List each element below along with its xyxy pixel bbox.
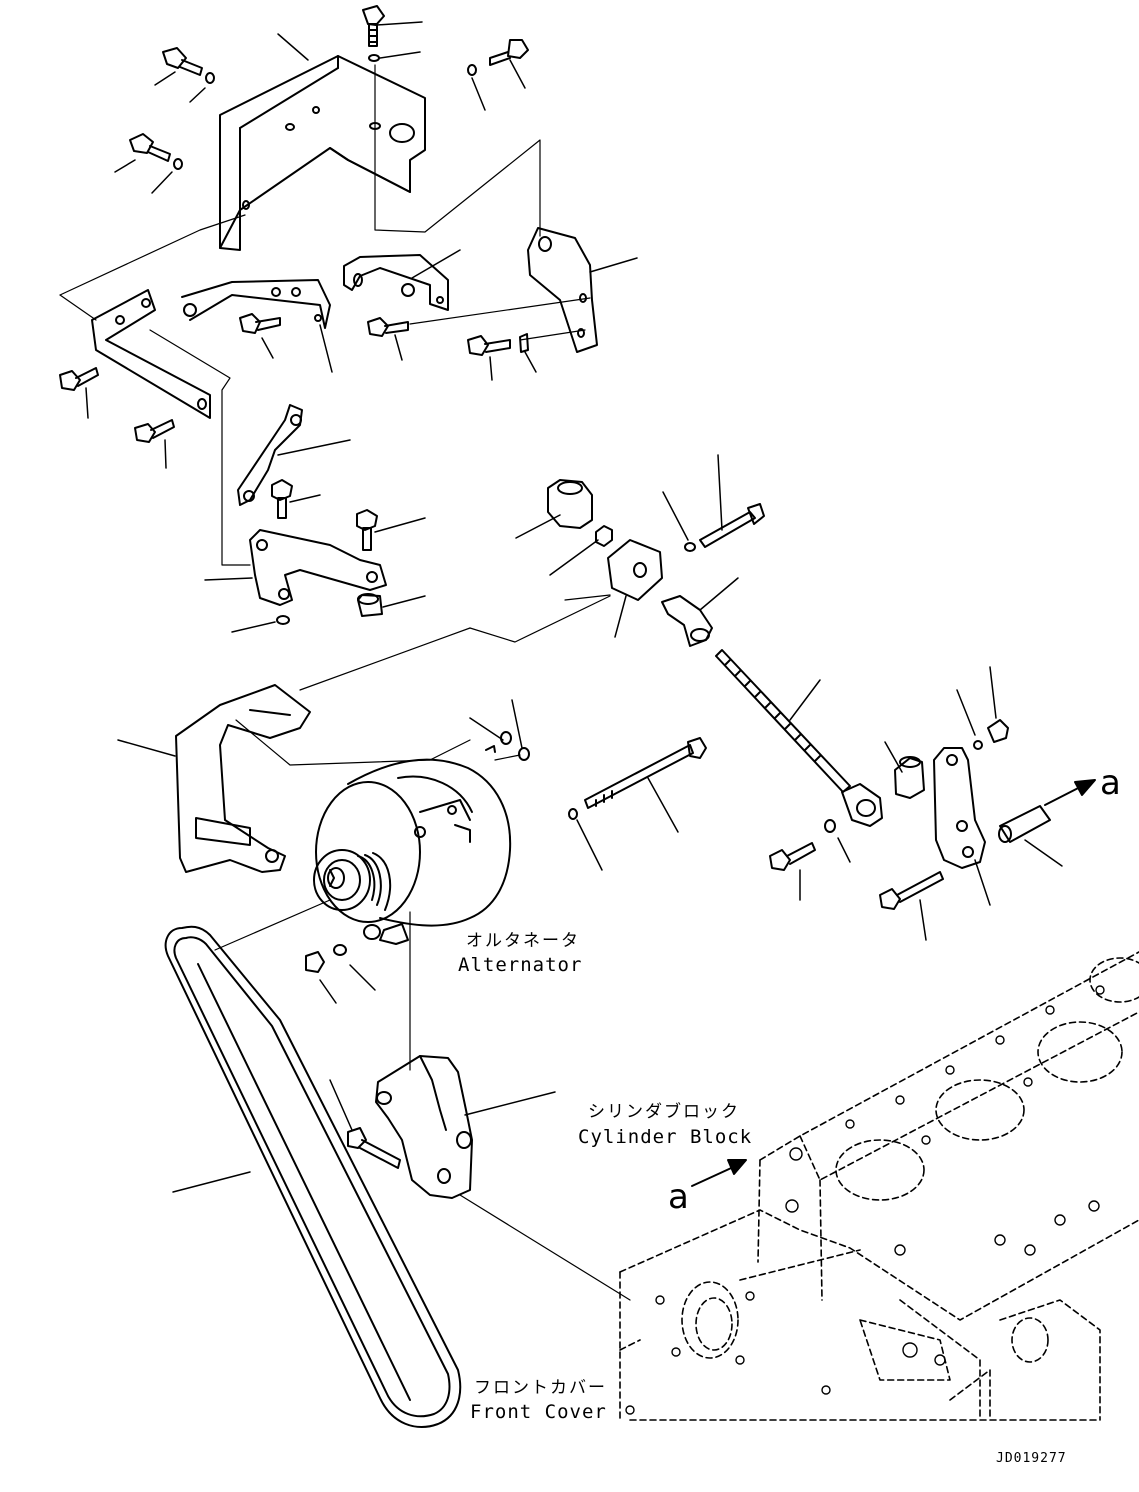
- drawing-number: JD019277: [996, 1451, 1067, 1466]
- right-leaders: [789, 666, 1063, 941]
- upper-bracket: [219, 55, 426, 251]
- cylinder-block-holes: [625, 985, 1105, 1415]
- mount-bracket-leaders: [329, 1079, 556, 1131]
- view-arrow-block: [691, 1159, 747, 1187]
- alternator-leaders: [319, 964, 376, 1004]
- view-marker-a-right: a: [1100, 763, 1121, 803]
- cylinder-block-label-jp: シリンダブロック: [588, 1102, 740, 1122]
- top-leaders: [114, 21, 526, 194]
- front-cover-label-en: Front Cover: [470, 1401, 607, 1423]
- cylinder-block: [619, 951, 1139, 1421]
- belt-leader: [172, 1171, 251, 1193]
- right-link-plate: [769, 719, 1096, 910]
- adjuster-leaders: [515, 454, 739, 638]
- alternator-label-jp: オルタネータ: [466, 931, 580, 951]
- front-cover-label-jp: フロントカバー: [474, 1378, 607, 1398]
- cylinder-block-label-en: Cylinder Block: [578, 1126, 753, 1148]
- top-hardware: [129, 5, 529, 170]
- alternator-label-en: Alternator: [458, 954, 583, 976]
- middle-leaders: [85, 249, 638, 469]
- alternator-body: [305, 745, 512, 973]
- adjuster-parts: [547, 479, 765, 647]
- mount-plate-lower: [249, 479, 387, 625]
- alternator-shield: [175, 684, 311, 873]
- middle-bolts: [59, 313, 529, 443]
- alternator-mount-bracket: [347, 1055, 473, 1199]
- long-bolt: [500, 731, 707, 820]
- mount-leaders: [204, 439, 426, 633]
- right-angle-bracket: [527, 227, 598, 353]
- shield-leader: [117, 739, 176, 757]
- v-belt: [164, 925, 462, 1428]
- adjuster-rod: [715, 649, 925, 827]
- assembly-guidelines: [59, 64, 631, 1301]
- mount-plate-upper: [237, 404, 303, 506]
- bolt-leaders: [469, 699, 679, 871]
- left-strap-bracket: [91, 279, 331, 419]
- center-bracket: [343, 254, 449, 311]
- view-marker-a-block: a: [668, 1177, 689, 1217]
